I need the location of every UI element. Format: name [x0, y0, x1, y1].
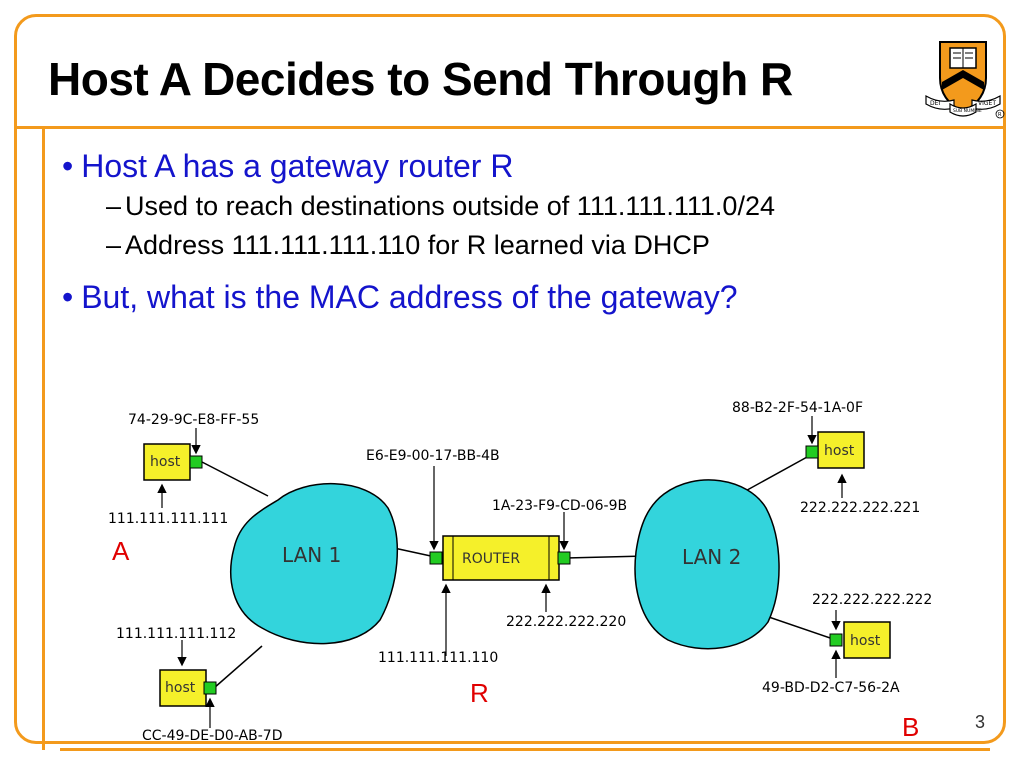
router-right-mac: 1A-23-F9-CD-06-9B: [492, 498, 627, 514]
motto-center: SUB NUMINE: [953, 108, 982, 114]
sub-bullet-dhcp: –Address 111.111.111.110 for R learned v…: [106, 230, 775, 261]
bullet-dot-icon: •: [62, 148, 74, 184]
princeton-shield-icon: DEI SUB NUMINE VIGET R: [925, 41, 1005, 119]
router-right-ip: 222.222.222.220: [506, 614, 626, 630]
host-b-node: host: [843, 621, 891, 659]
host-lan1-bottom-ip: 111.111.111.112: [116, 626, 236, 642]
motto-right: VIGET: [978, 100, 996, 107]
dash-icon: –: [106, 191, 122, 221]
host-b-tag: B: [902, 712, 919, 742]
host-a-node: host: [143, 443, 191, 481]
host-lan2-top-node: host: [817, 431, 865, 469]
router-left-mac: E6-E9-00-17-BB-4B: [366, 448, 500, 464]
bullet-mac-question: •But, what is the MAC address of the gat…: [62, 279, 775, 316]
router-left-ip: 111.111.111.110: [378, 650, 498, 666]
bottom-divider: [60, 748, 990, 751]
host-a-ip: 111.111.111.111: [108, 511, 228, 527]
host-lan1-bottom-port: [203, 681, 217, 695]
host-b-port: [829, 633, 843, 647]
host-b-mac: 49-BD-D2-C7-56-2A: [762, 680, 900, 696]
slide-title: Host A Decides to Send Through R: [48, 53, 793, 105]
host-label: host: [165, 680, 196, 696]
router-left-port: [429, 551, 443, 565]
host-a-mac: 74-29-9C-E8-FF-55: [128, 412, 259, 428]
bullet-text: But, what is the MAC address of the gate…: [81, 279, 738, 315]
router-label: ROUTER: [462, 551, 520, 567]
side-divider: [42, 126, 45, 750]
sub-bullet-text: Address 111.111.111.110 for R learned vi…: [125, 230, 710, 260]
host-a-tag: A: [112, 536, 130, 566]
router-right-port: [557, 551, 571, 565]
annotation-arrows: [157, 416, 847, 728]
router-tag: R: [470, 678, 489, 708]
bullet-dot-icon: •: [62, 279, 74, 315]
title-divider: [14, 126, 1006, 129]
sub-bullet-text: Used to reach destinations outside of 11…: [125, 191, 775, 221]
motto-left: DEI: [930, 100, 940, 107]
lan2-cloud: [634, 479, 780, 650]
lan2-label: LAN 2: [682, 545, 741, 569]
host-label: host: [150, 454, 181, 470]
sub-bullet-outside: –Used to reach destinations outside of 1…: [106, 191, 775, 222]
svg-text:R: R: [998, 112, 1002, 118]
host-lan2-top-mac: 88-B2-2F-54-1A-0F: [732, 400, 863, 416]
host-label: host: [824, 443, 855, 459]
host-lan1-bottom-node: host: [159, 669, 207, 707]
host-lan2-top-ip: 222.222.222.221: [800, 500, 920, 516]
bullet-list: •Host A has a gateway router R –Used to …: [62, 148, 775, 322]
host-b-ip: 222.222.222.222: [812, 592, 932, 608]
lan1-cloud: [230, 483, 399, 645]
dash-icon: –: [106, 230, 122, 260]
host-lan2-top-port: [805, 445, 819, 459]
host-a-port: [189, 455, 203, 469]
bullet-gateway: •Host A has a gateway router R: [62, 148, 775, 185]
host-lan1-bottom-mac: CC-49-DE-D0-AB-7D: [142, 728, 283, 744]
host-label: host: [850, 633, 881, 649]
router-node: ROUTER: [442, 535, 560, 581]
bullet-text: Host A has a gateway router R: [81, 148, 514, 184]
page-number: 3: [975, 712, 986, 732]
slide-frame: [14, 14, 1006, 744]
lan1-label: LAN 1: [282, 543, 341, 567]
